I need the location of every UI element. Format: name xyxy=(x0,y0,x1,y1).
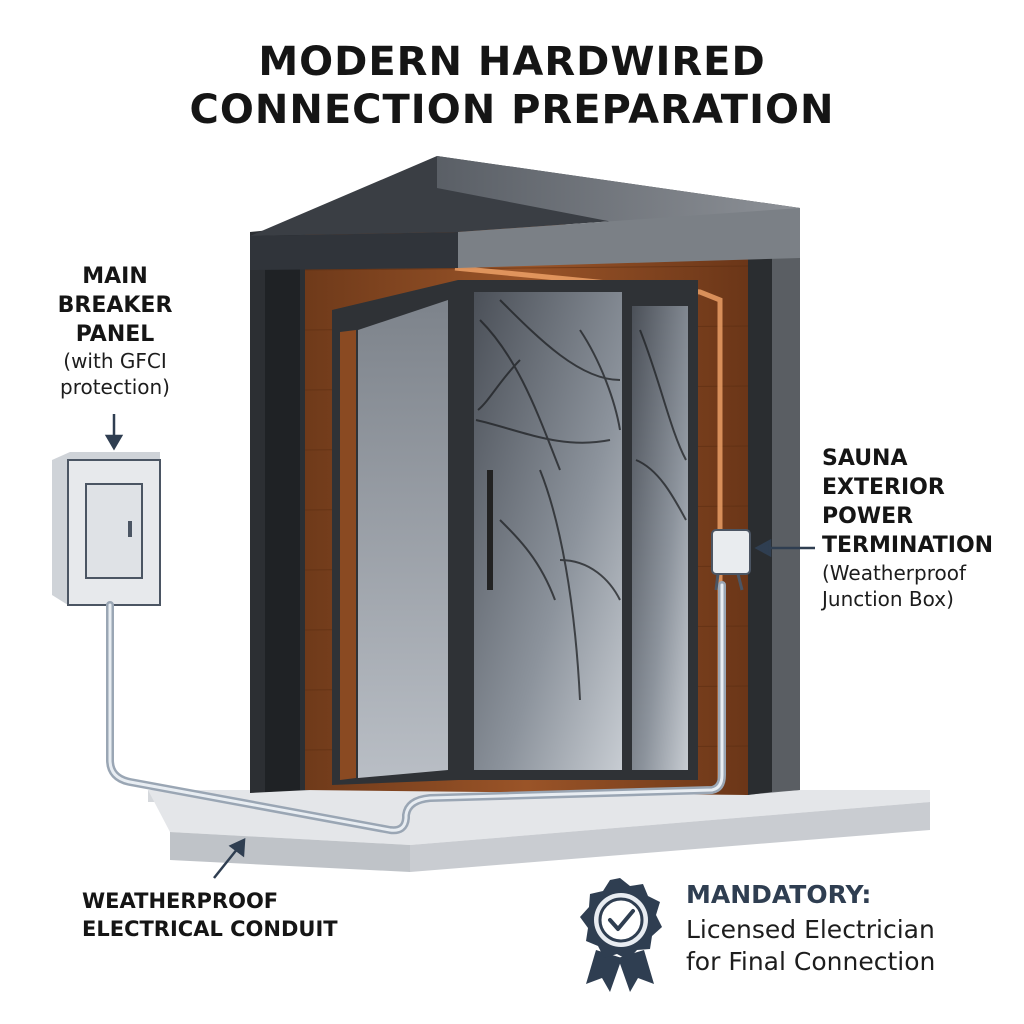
diagram-title-line-1: MODERN HARDWIRED xyxy=(258,39,766,85)
sauna-termination-label-line-3: POWER xyxy=(822,504,914,530)
sauna-termination-label-line-4: TERMINATION xyxy=(822,533,994,559)
sauna-termination-note-line-2: Junction Box) xyxy=(822,587,954,611)
sauna-termination-label-line-1: SAUNA xyxy=(822,446,908,471)
conduit-label-line-1: WEATHERPROOF xyxy=(82,889,279,913)
sauna-termination-label: SAUNA EXTERIOR POWER TERMINATION xyxy=(822,444,1022,560)
weatherproof-junction-box xyxy=(711,529,751,591)
mandatory-title: MANDATORY: xyxy=(686,880,872,909)
sauna-door xyxy=(332,280,458,785)
award-ribbon-checkmark-icon xyxy=(580,878,662,992)
sauna-termination-note: (Weatherproof Junction Box) xyxy=(822,560,1022,612)
mandatory-text-line-1: Licensed Electrician xyxy=(686,915,935,944)
sauna-roof xyxy=(250,156,800,270)
breaker-panel-note-line-2: protection) xyxy=(60,375,170,399)
breaker-panel-label: MAIN BREAKER PANEL xyxy=(40,262,190,349)
sauna-glass-panels xyxy=(458,280,698,780)
breaker-panel-label-line-1: MAIN xyxy=(82,264,148,289)
breaker-panel-note: (with GFCI protection) xyxy=(40,348,190,400)
mandatory-text-line-2: for Final Connection xyxy=(686,947,936,976)
breaker-panel-note-line-1: (with GFCI xyxy=(63,349,167,373)
mandatory-text: Licensed Electrician for Final Connectio… xyxy=(686,914,1006,978)
conduit-label-line-2: ELECTRICAL CONDUIT xyxy=(82,916,338,941)
sauna-termination-note-line-1: (Weatherproof xyxy=(822,561,967,585)
concrete-pad xyxy=(148,790,930,872)
diagram-title-line-2: CONNECTION PREPARATION xyxy=(189,87,835,133)
breaker-panel-label-line-2: BREAKER xyxy=(57,293,173,319)
conduit-label: WEATHERPROOF ELECTRICAL CONDUIT xyxy=(82,888,382,943)
arrow-to-conduit xyxy=(213,847,239,879)
sauna-termination-label-line-2: EXTERIOR xyxy=(822,475,945,501)
main-breaker-panel xyxy=(52,452,161,606)
breaker-panel-label-line-3: PANEL xyxy=(75,322,155,348)
sauna-left-column xyxy=(250,226,310,793)
